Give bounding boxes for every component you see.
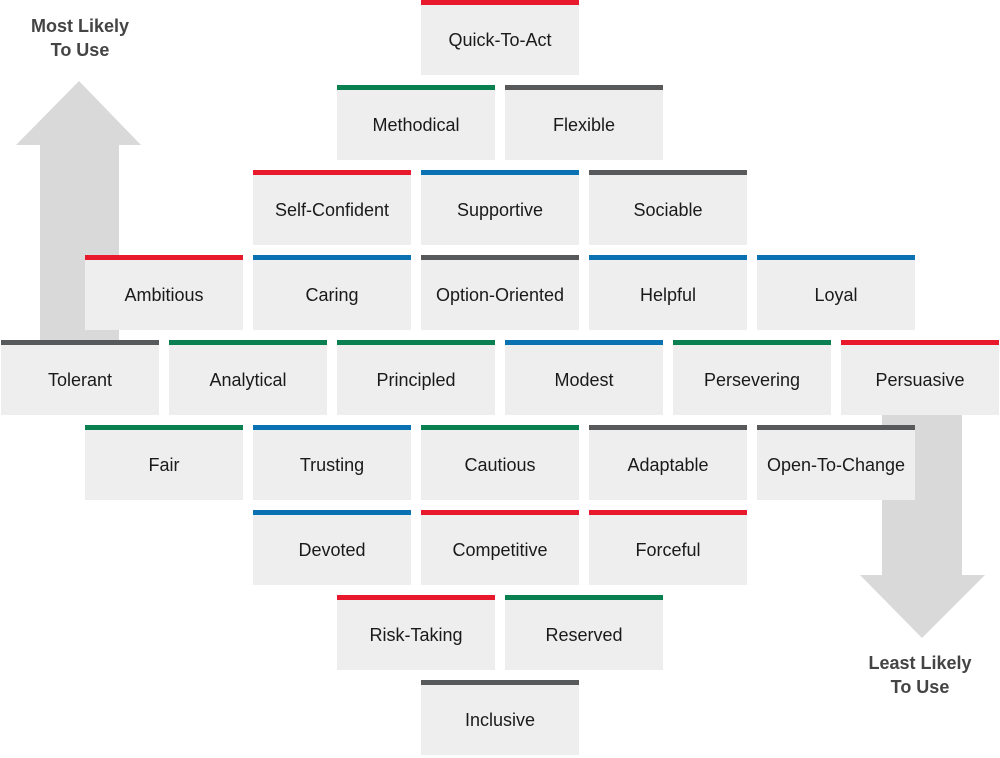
trait-label: Open-To-Change (766, 454, 906, 475)
trait-label: Tolerant (47, 369, 113, 390)
trait-label: Inclusive (464, 709, 536, 730)
least-likely-line1: Least Likely (868, 653, 972, 673)
trait-label: Self-Confident (274, 199, 390, 220)
trait-box: Analytical (169, 340, 327, 415)
least-likely-line2: To Use (890, 677, 950, 697)
trait-label: Methodical (372, 114, 460, 135)
trait-box: Caring (253, 255, 411, 330)
trait-label: Modest (554, 369, 614, 390)
trait-box: Forceful (589, 510, 747, 585)
trait-label: Devoted (298, 539, 366, 560)
trait-box: Inclusive (421, 680, 579, 755)
trait-label: Option-Oriented (435, 284, 565, 305)
trait-label: Cautious (464, 454, 536, 475)
trait-label: Supportive (456, 199, 544, 220)
trait-label: Ambitious (124, 284, 204, 305)
trait-box: Competitive (421, 510, 579, 585)
trait-label: Fair (148, 454, 180, 475)
trait-box: Modest (505, 340, 663, 415)
trait-box: Trusting (253, 425, 411, 500)
trait-box: Reserved (505, 595, 663, 670)
trait-label: Trusting (299, 454, 365, 475)
trait-box: Adaptable (589, 425, 747, 500)
trait-label: Adaptable (627, 454, 709, 475)
trait-box: Self-Confident (253, 170, 411, 245)
trait-label: Helpful (639, 284, 697, 305)
trait-box: Persevering (673, 340, 831, 415)
trait-box: Sociable (589, 170, 747, 245)
most-likely-line2: To Use (50, 40, 110, 60)
trait-box: Methodical (337, 85, 495, 160)
trait-label: Persevering (703, 369, 801, 390)
trait-label: Quick-To-Act (448, 29, 552, 50)
least-likely-label: Least Likely To Use (850, 651, 990, 699)
trait-label: Flexible (552, 114, 616, 135)
trait-label: Caring (305, 284, 359, 305)
trait-label: Persuasive (875, 369, 965, 390)
trait-label: Competitive (452, 539, 548, 560)
trait-label: Analytical (209, 369, 287, 390)
trait-box: Devoted (253, 510, 411, 585)
most-likely-label: Most Likely To Use (10, 14, 150, 62)
trait-box: Option-Oriented (421, 255, 579, 330)
trait-box: Supportive (421, 170, 579, 245)
trait-box: Flexible (505, 85, 663, 160)
most-likely-line1: Most Likely (30, 16, 130, 36)
trait-box: Ambitious (85, 255, 243, 330)
trait-label: Principled (376, 369, 456, 390)
trait-label: Forceful (635, 539, 701, 560)
trait-label: Risk-Taking (369, 624, 463, 645)
trait-box: Helpful (589, 255, 747, 330)
trait-box: Fair (85, 425, 243, 500)
trait-box: Cautious (421, 425, 579, 500)
trait-box: Tolerant (1, 340, 159, 415)
trait-label: Sociable (633, 199, 703, 220)
trait-label: Reserved (545, 624, 623, 645)
trait-box: Loyal (757, 255, 915, 330)
trait-box: Principled (337, 340, 495, 415)
trait-label: Loyal (814, 284, 858, 305)
trait-box: Persuasive (841, 340, 999, 415)
trait-box: Risk-Taking (337, 595, 495, 670)
trait-box: Open-To-Change (757, 425, 915, 500)
trait-box: Quick-To-Act (421, 0, 579, 75)
